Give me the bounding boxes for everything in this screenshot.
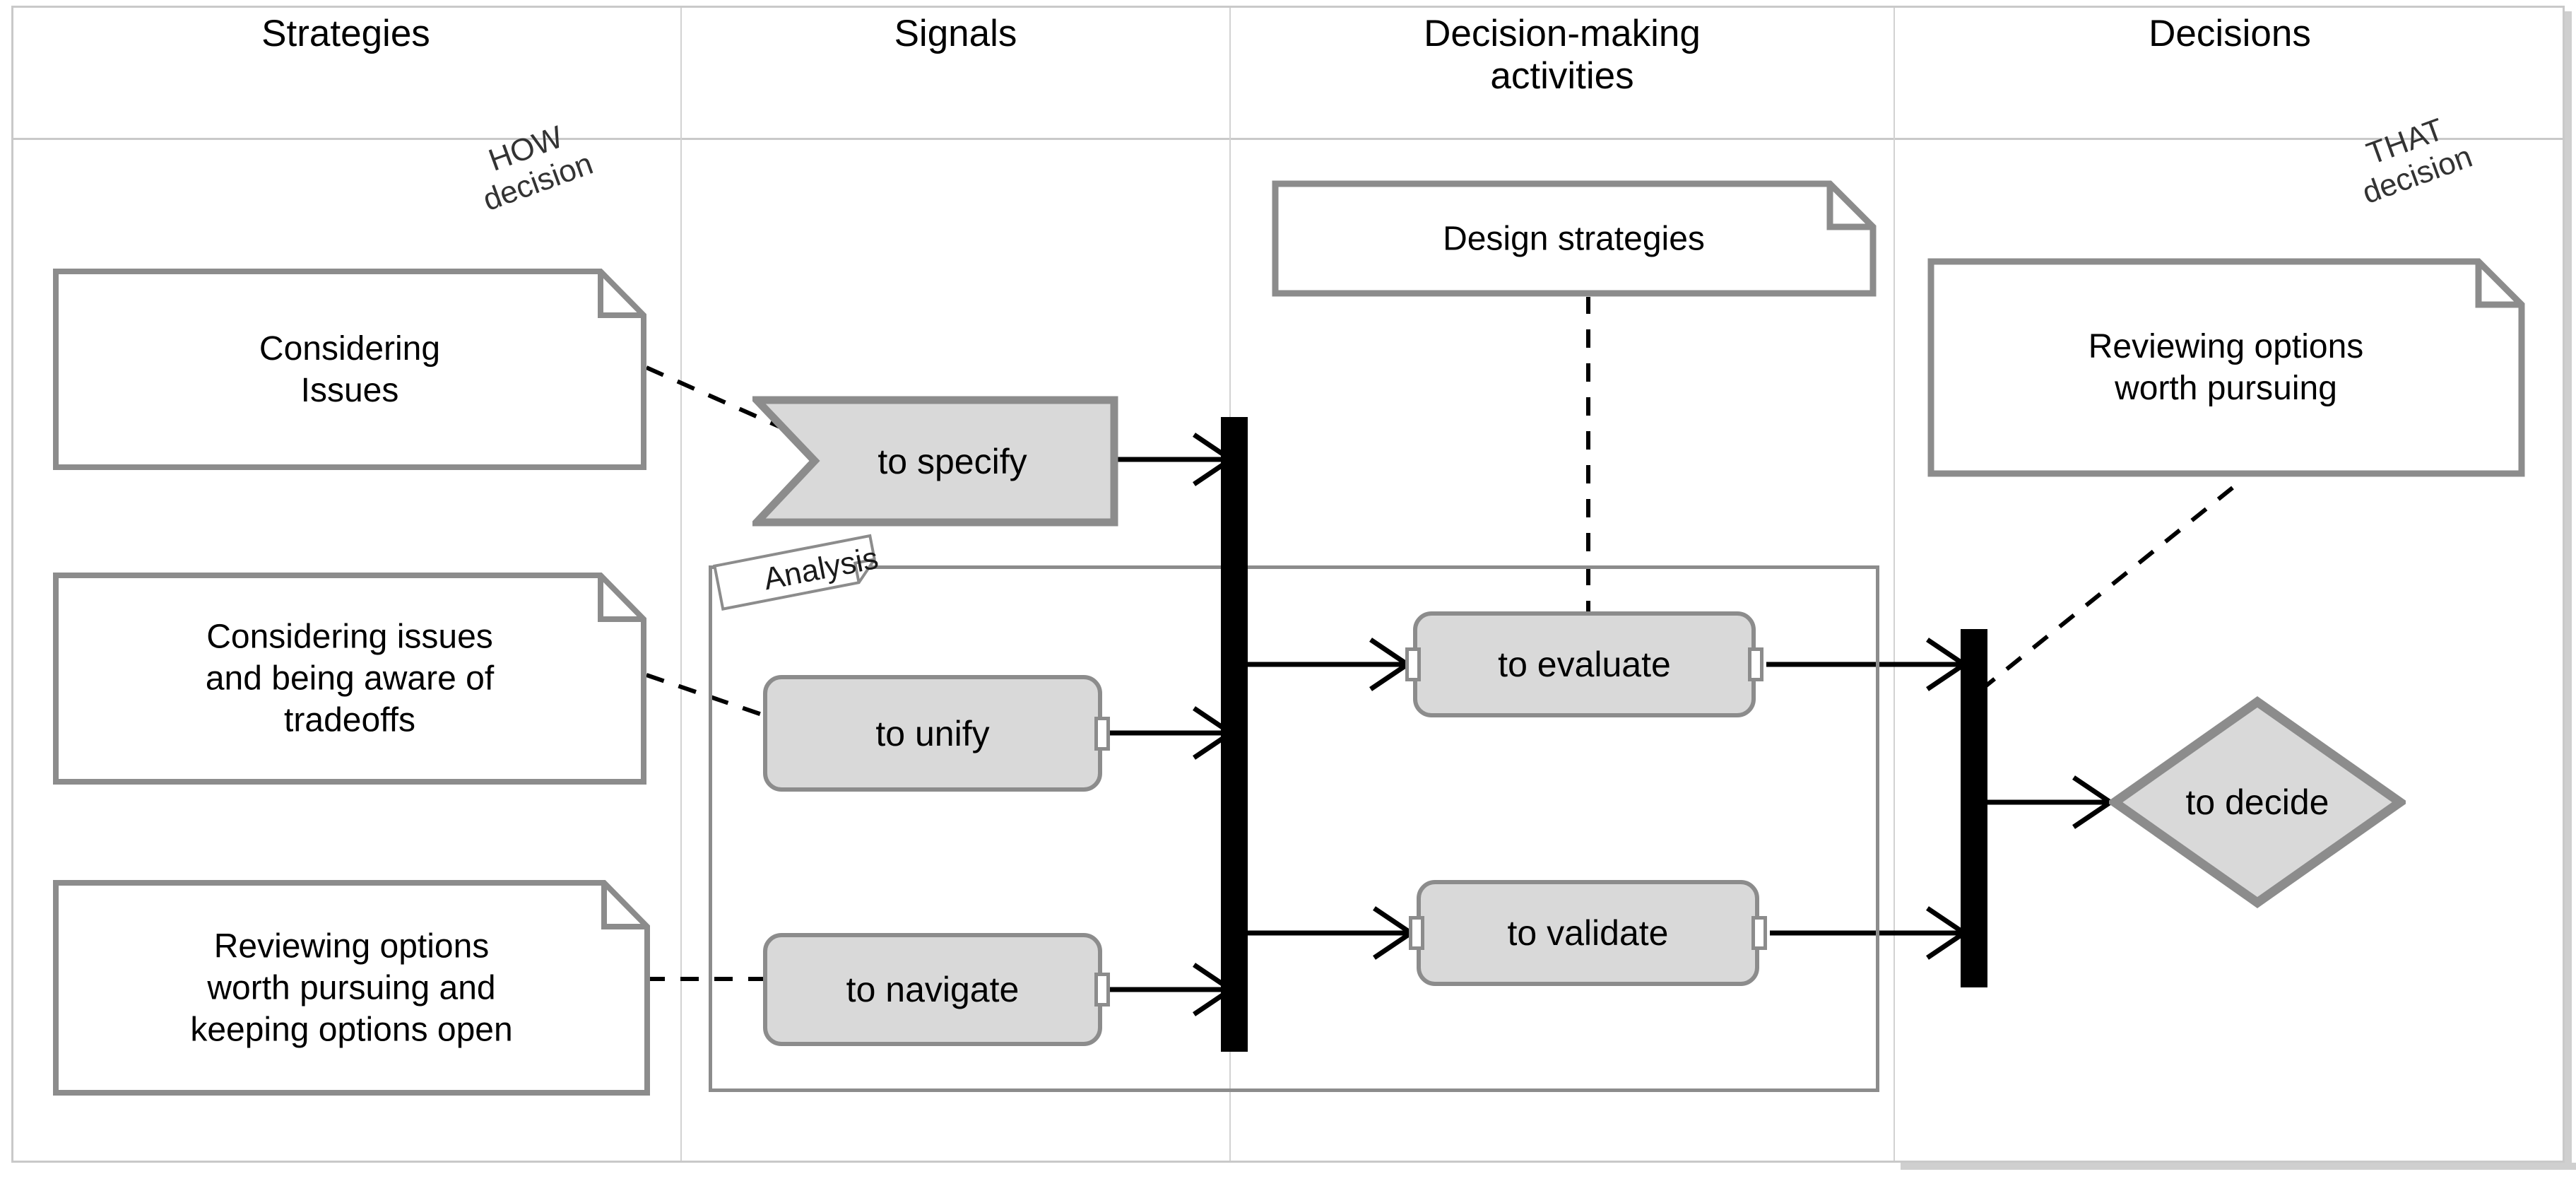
activity-to-evaluate-label: to evaluate	[1498, 645, 1671, 684]
column-divider-3	[1893, 8, 1895, 1161]
note-considering-issues-text: Considering Issues	[53, 328, 646, 411]
note-line: tradeoffs	[284, 701, 415, 739]
column-divider-1	[680, 8, 682, 1161]
activity-to-navigate-label: to navigate	[846, 970, 1020, 1009]
signal-to-specify-label: to specify	[878, 441, 1027, 481]
note-considering-issues-tradeoffs-text: Considering issues and being aware of tr…	[53, 616, 646, 741]
activity-to-navigate-port-right	[1094, 973, 1110, 1007]
note-line: Issues	[300, 371, 399, 409]
note-line: keeping options open	[190, 1011, 513, 1048]
signal-to-specify[interactable]: to specify	[748, 396, 1118, 527]
activity-to-evaluate-port-left	[1405, 647, 1421, 681]
header-separator	[11, 138, 2565, 140]
note-considering-issues[interactable]: Considering Issues	[53, 269, 646, 470]
activity-to-navigate[interactable]: to navigate	[763, 933, 1110, 1046]
activity-to-validate-label: to validate	[1507, 913, 1669, 953]
note-reviewing-options-keeping-open[interactable]: Reviewing options worth pursuing and kee…	[53, 880, 650, 1096]
note-line: Considering issues	[206, 618, 493, 656]
note-line: Reviewing options	[213, 927, 490, 965]
note-design-strategies[interactable]: Design strategies	[1272, 180, 1877, 297]
note-line: and being aware of	[205, 659, 495, 698]
column-header-activities-line1: Decision-making	[1424, 13, 1701, 54]
join-bar-decisions	[1961, 629, 1987, 987]
note-reviewing-options-worth-pursuing-text: Reviewing options worth pursuing	[1927, 326, 2524, 409]
join-bar-signals	[1221, 417, 1248, 1052]
table-shadow-right	[2565, 11, 2572, 1170]
note-considering-issues-tradeoffs[interactable]: Considering issues and being aware of tr…	[53, 573, 646, 785]
activity-to-unify-label: to unify	[875, 713, 990, 753]
column-header-decisions: Decisions	[2149, 13, 2311, 54]
activity-to-validate-port-right	[1751, 916, 1767, 950]
note-design-strategies-text: Design strategies	[1272, 218, 1876, 259]
table-frame	[11, 6, 2565, 1163]
decision-to-decide[interactable]: to decide	[2106, 696, 2409, 908]
column-header-activities: Decision-making activities	[1231, 13, 1893, 98]
container-analysis	[709, 565, 1879, 1092]
note-line: Reviewing options	[2088, 328, 2364, 365]
activity-to-unify-port-right	[1094, 716, 1110, 751]
note-line: worth pursuing	[2115, 370, 2337, 407]
activity-to-validate-port-left	[1409, 916, 1424, 950]
note-reviewing-options-worth-pursuing[interactable]: Reviewing options worth pursuing	[1927, 258, 2525, 477]
column-header-signals: Signals	[894, 13, 1017, 54]
note-line: Considering	[259, 329, 441, 368]
activity-to-validate[interactable]: to validate	[1409, 880, 1767, 986]
note-line: worth pursuing and	[207, 969, 496, 1007]
container-analysis-label: Analysis	[707, 529, 922, 611]
column-header-strategies: Strategies	[261, 13, 430, 54]
activity-to-evaluate-port-right	[1748, 647, 1763, 681]
activity-to-evaluate[interactable]: to evaluate	[1405, 611, 1763, 717]
activity-to-unify[interactable]: to unify	[763, 675, 1110, 792]
column-header-activities-line2: activities	[1490, 55, 1634, 97]
decision-to-decide-label: to decide	[2185, 782, 2329, 822]
note-reviewing-options-keeping-open-text: Reviewing options worth pursuing and kee…	[53, 925, 650, 1050]
note-line: Design strategies	[1443, 220, 1705, 257]
table-shadow-bottom	[1901, 1163, 2576, 1170]
